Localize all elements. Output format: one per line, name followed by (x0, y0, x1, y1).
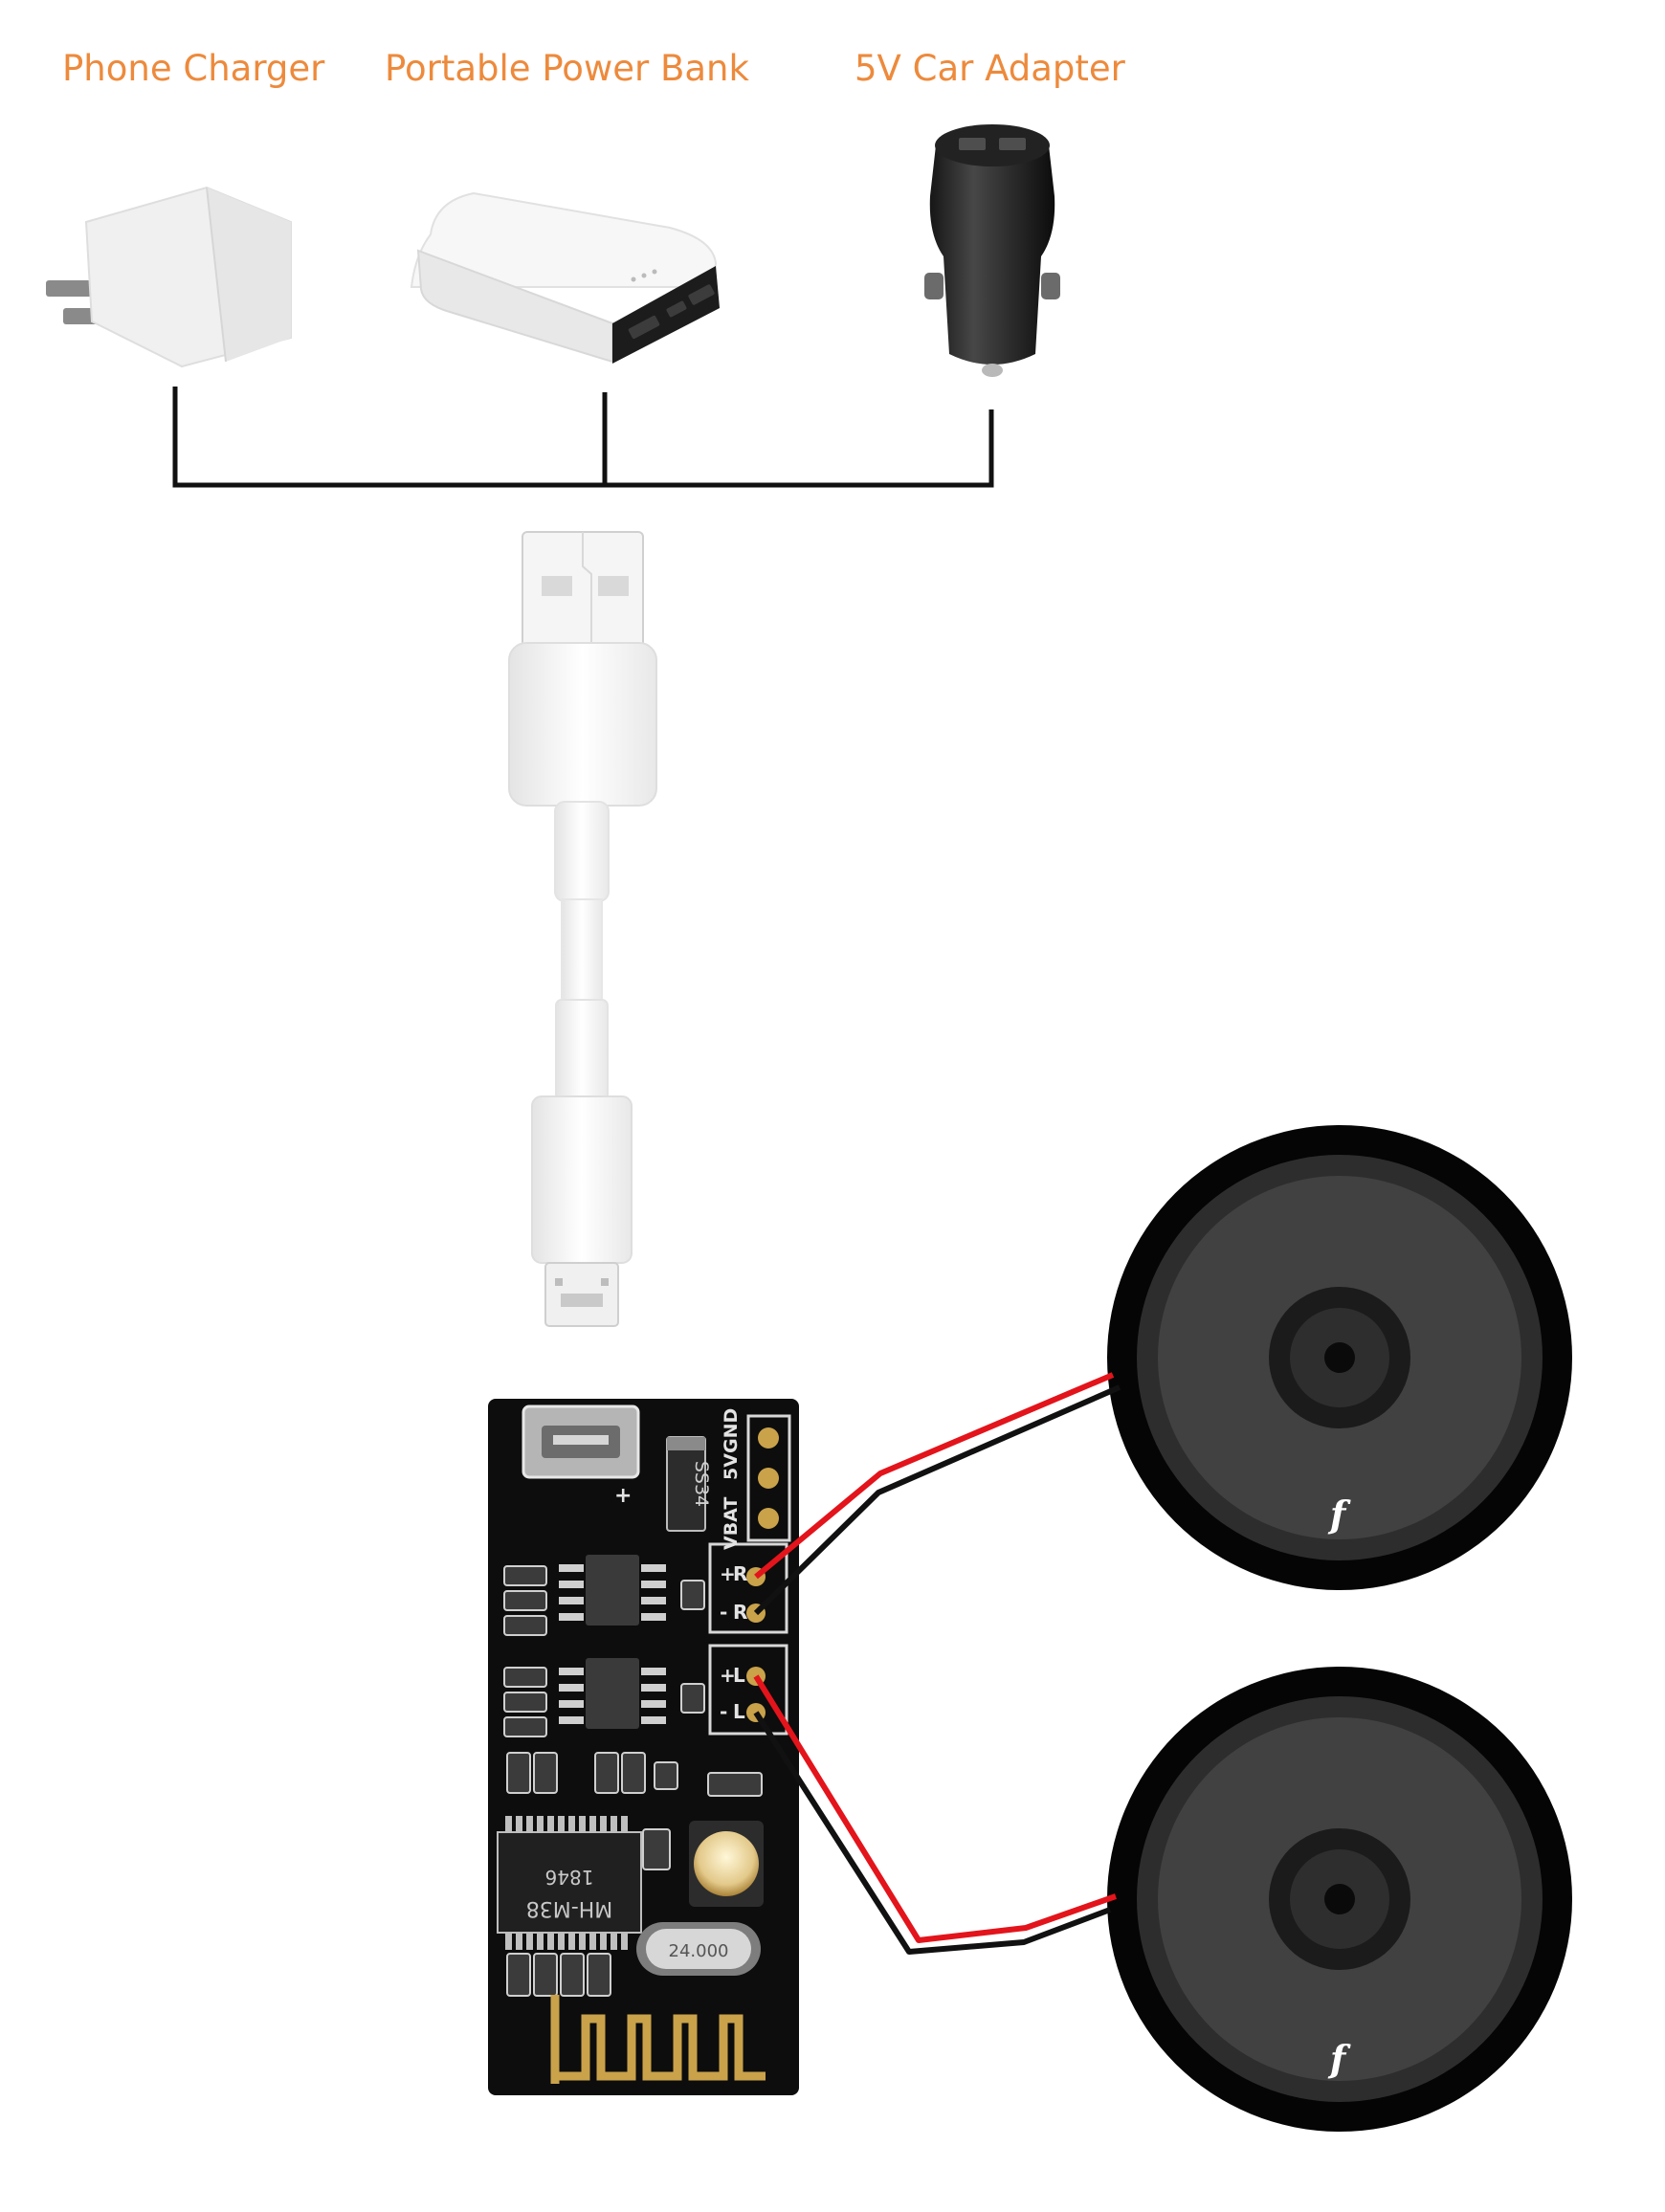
amplifier-board-icon (488, 1399, 799, 2095)
car-adapter-label: 5V Car Adapter (855, 48, 1125, 89)
pin-vbat-label: VBAT (721, 1497, 742, 1550)
wire-l-minus-black (753, 1711, 1112, 1955)
terminal-r-minus-letter: R (733, 1601, 747, 1624)
speaker-wires (753, 1372, 1121, 1955)
terminal-l-minus-letter: L (733, 1700, 745, 1723)
terminal-r-minus: - (720, 1601, 727, 1624)
crystal-label: 24.000 (669, 1941, 729, 1961)
phone-charger-label: Phone Charger (62, 48, 325, 89)
module-code-label: 1846 (545, 1866, 594, 1889)
wire-r-minus-black (753, 1384, 1121, 1616)
module-name-label: MH-M38 (526, 1896, 612, 1920)
usb-cable-icon (508, 531, 657, 1327)
car-adapter-icon (924, 124, 1060, 377)
pin-gnd-label: GND (721, 1408, 742, 1453)
wire-l-plus-red (753, 1674, 1117, 1943)
pin-5v-label: 5V (721, 1453, 742, 1480)
power-bank-icon (410, 191, 720, 364)
wire-r-plus-red (754, 1372, 1115, 1580)
speaker-top-icon (1107, 1125, 1572, 1590)
phone-charger-icon (46, 186, 292, 368)
terminal-l-minus: - (720, 1700, 727, 1723)
terminal-r-plus-letter: R (733, 1562, 747, 1585)
speaker-bottom-icon (1107, 1667, 1572, 2132)
terminal-l-plus: + (720, 1664, 736, 1687)
terminal-r-plus: + (720, 1562, 736, 1585)
source-bracket (172, 387, 994, 488)
power-bank-label: Portable Power Bank (385, 48, 749, 89)
terminal-l-plus-letter: L (733, 1664, 745, 1687)
usb-plus-mark: + (614, 1484, 632, 1508)
diode-label: SS34 (691, 1461, 712, 1507)
